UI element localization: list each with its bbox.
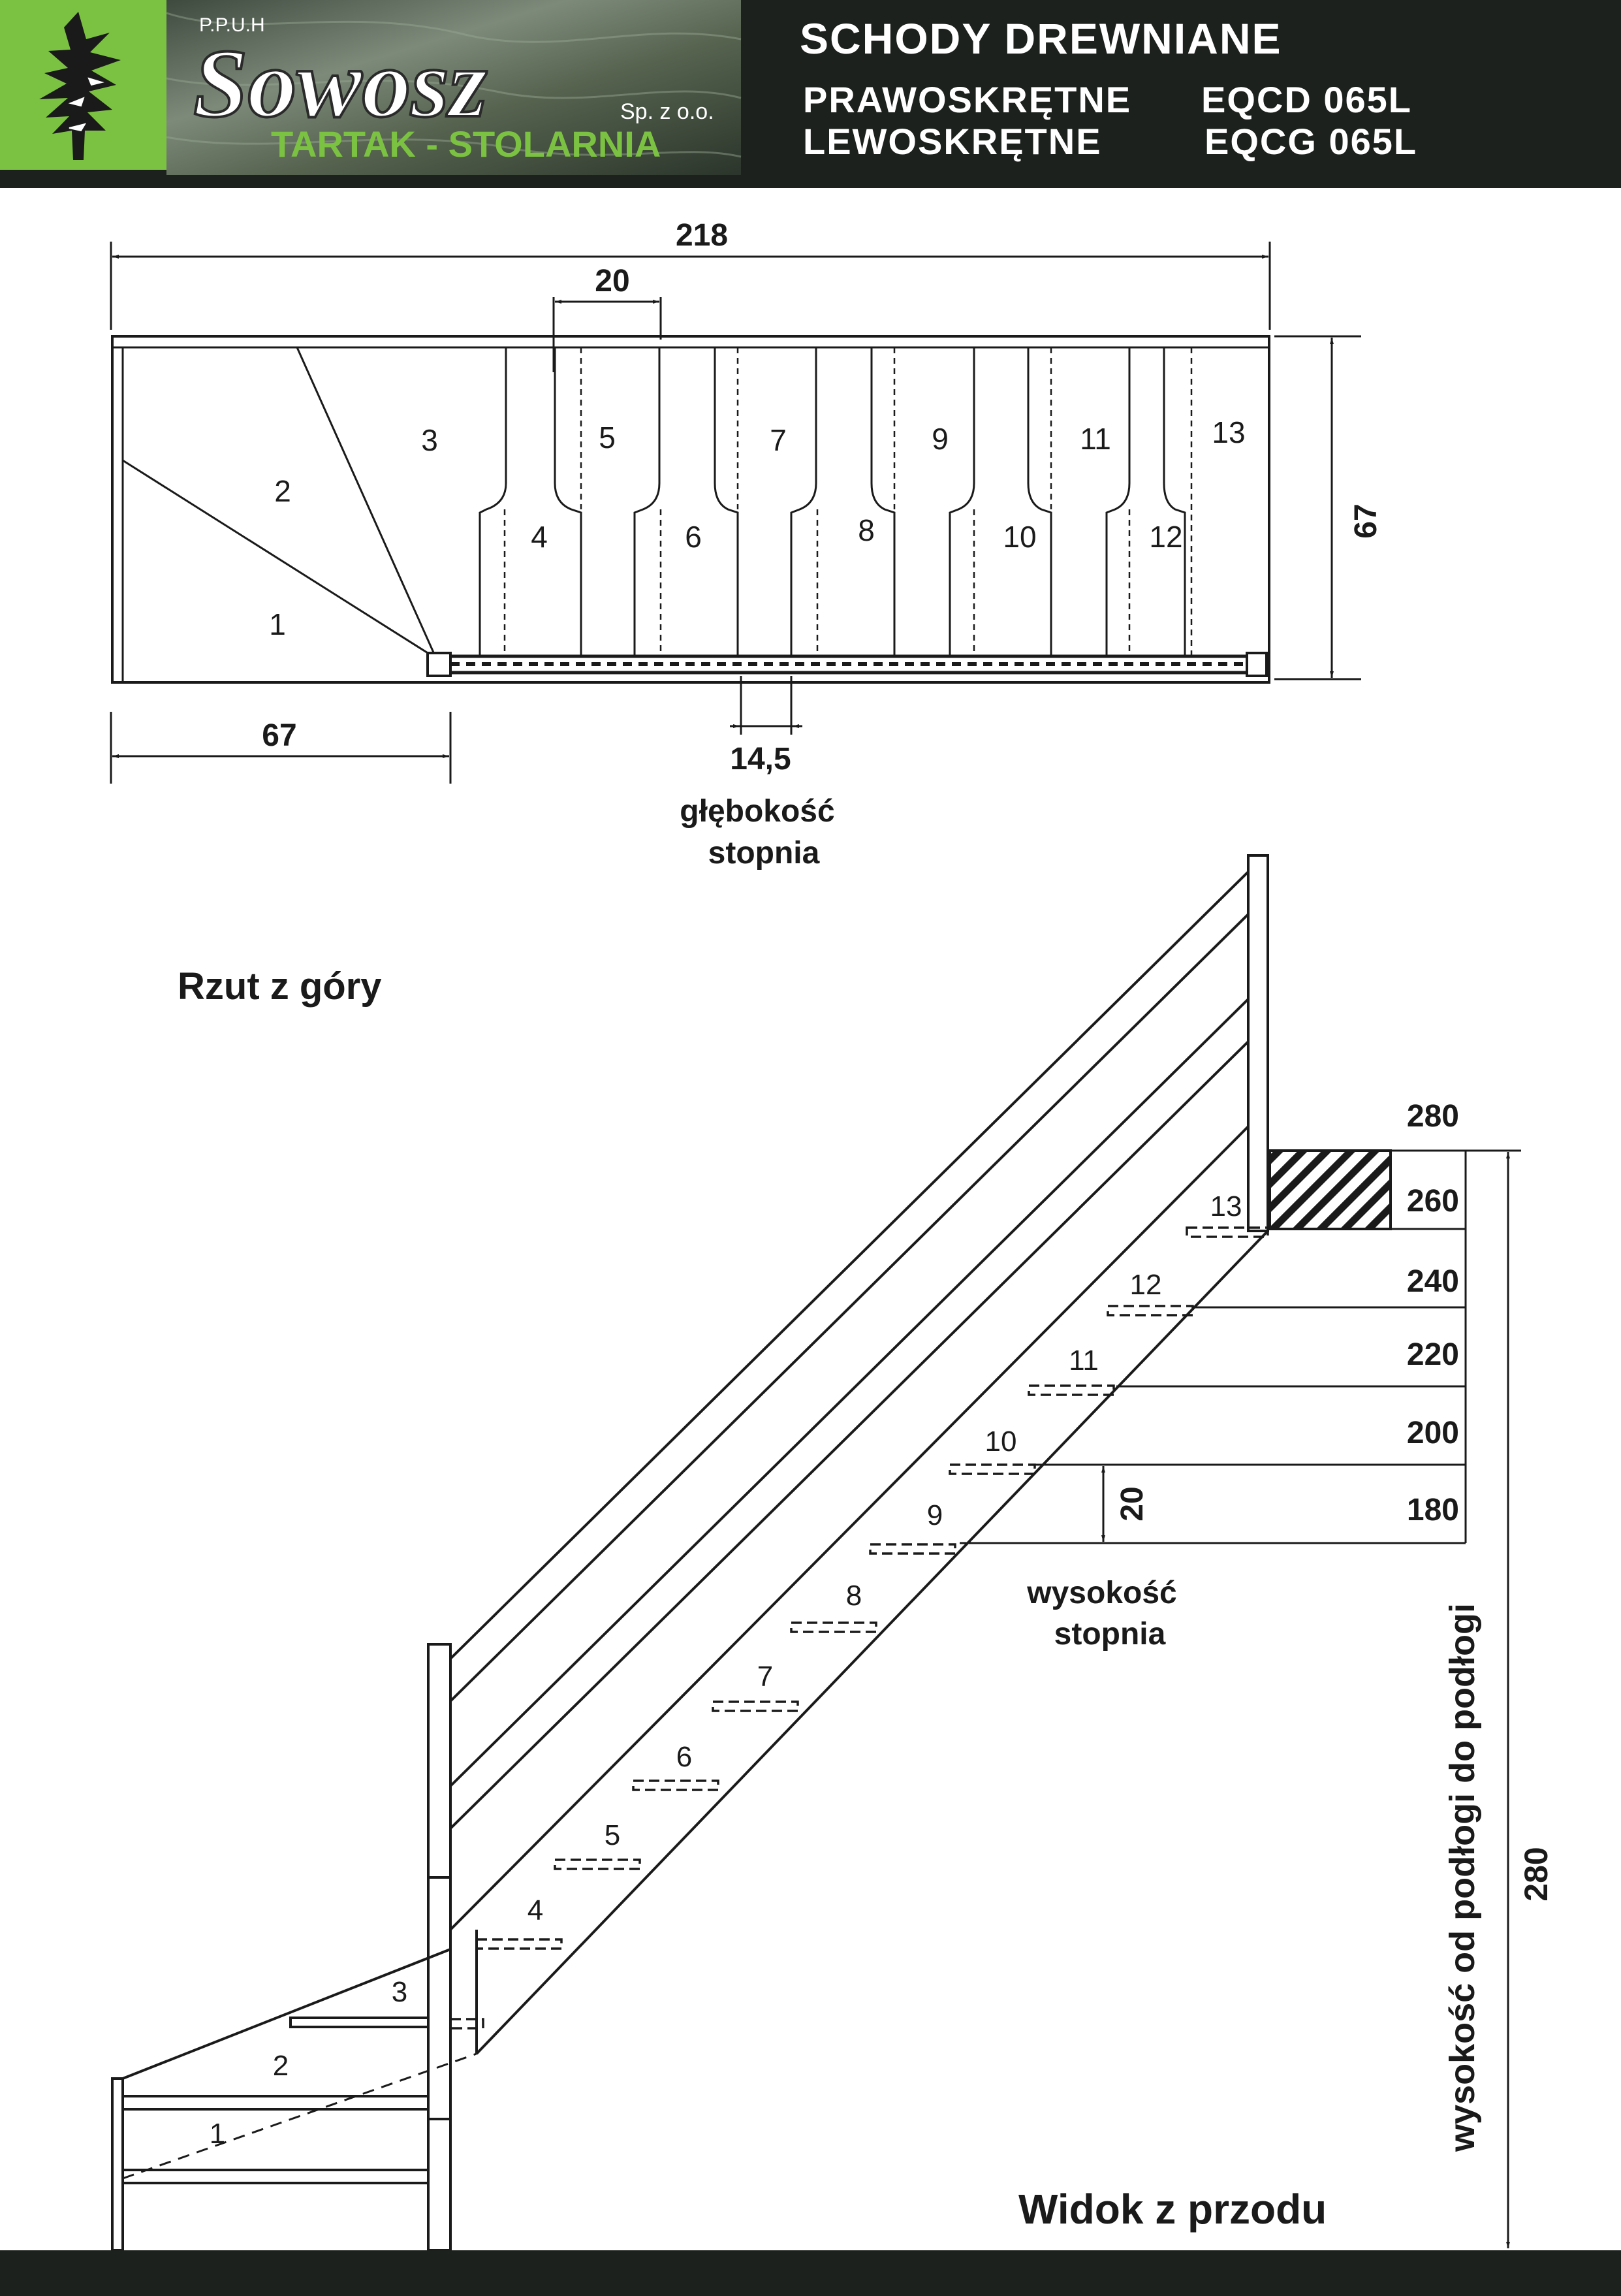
top-step-number: 5 <box>599 421 616 454</box>
top-step-number: 4 <box>531 520 548 554</box>
stair-outline <box>111 335 1270 684</box>
front-step-numbers: 1 2 3 4 5 6 7 8 9 10 11 12 13 <box>210 1190 1242 2150</box>
header-bar: P.P.U.H Sowosz Sp. z o.o. TARTAK - STOLA… <box>0 0 1621 188</box>
floor-to-floor-label: wysokość od podłogi do podłogi <box>1443 1603 1482 2152</box>
top-step-number: 6 <box>685 520 702 554</box>
upper-floor-slab <box>1268 1149 1392 1230</box>
company-suffix: Sp. z o.o. <box>620 99 714 124</box>
middle-newel-post <box>427 1643 452 2252</box>
top-step-number: 13 <box>1212 415 1245 449</box>
tread-outlines <box>479 347 1186 656</box>
front-step-number: 11 <box>1069 1345 1099 1377</box>
rise-value: 20 <box>1115 1486 1150 1521</box>
variant-left-label: LEWOSKRĘTNE <box>803 121 1102 162</box>
front-step-number: 9 <box>927 1499 943 1531</box>
tread-depth-label: głębokość <box>680 794 834 829</box>
front-step-number: 4 <box>527 1894 543 1926</box>
level-label: 240 <box>1407 1264 1459 1299</box>
front-step-number: 7 <box>757 1661 773 1693</box>
top-step-number: 12 <box>1149 520 1182 554</box>
top-step-number: 3 <box>421 423 438 457</box>
variant-right-code: EQCD 065L <box>1201 79 1412 120</box>
top-step-number: 10 <box>1003 520 1036 554</box>
rise-label: wysokość <box>1026 1576 1176 1610</box>
level-label: 260 <box>1407 1184 1459 1219</box>
upper-newel-post <box>1247 854 1269 1232</box>
top-view-caption: Rzut z góry <box>178 965 382 1008</box>
front-step-number: 8 <box>846 1580 862 1612</box>
top-step-number: 2 <box>274 474 291 508</box>
company-prefix: P.P.U.H <box>199 14 265 36</box>
depth-label: 67 <box>1349 503 1383 538</box>
top-step-number: 7 <box>770 423 787 457</box>
step-width-label: 20 <box>595 264 629 298</box>
end-post <box>1246 652 1268 677</box>
front-view <box>111 854 1521 2252</box>
front-step-number: 5 <box>605 1819 620 1851</box>
front-step-number: 2 <box>273 2050 289 2082</box>
total-length-label: 218 <box>676 218 728 253</box>
floor-to-floor-value: 280 <box>1518 1847 1554 1901</box>
variant-right-label: PRAWOSKRĘTNE <box>803 79 1131 120</box>
variant-left-code: EQCG 065L <box>1204 121 1417 162</box>
start-post <box>111 2077 124 2252</box>
top-step-number: 8 <box>858 513 875 547</box>
tread-overlap-lines <box>503 347 1270 656</box>
wood-texture-panel <box>166 0 741 175</box>
page-title: SCHODY DREWNIANE <box>800 14 1282 63</box>
level-label: 280 <box>1407 1099 1459 1134</box>
top-step-number: 9 <box>932 422 949 456</box>
front-view-caption: Widok z przodu <box>1018 2186 1327 2233</box>
top-view: 218 20 <box>110 218 1383 870</box>
tree-logo-icon <box>39 12 121 160</box>
tread-depth-label-2: stopnia <box>708 836 820 870</box>
level-label: 200 <box>1407 1416 1459 1450</box>
level-label: 220 <box>1407 1337 1459 1372</box>
newel-post <box>426 652 452 677</box>
height-level-labels: 280 260 240 220 200 180 <box>1407 1099 1459 1527</box>
footer-bar <box>0 2250 1621 2296</box>
front-tread-marks <box>449 1226 1269 2030</box>
front-step-number: 1 <box>210 2118 225 2150</box>
front-step-number: 6 <box>676 1741 692 1773</box>
top-step-number: 11 <box>1080 422 1111 456</box>
tagline: TARTAK - STOLARNIA <box>271 123 661 165</box>
front-step-number: 3 <box>392 1976 407 2008</box>
rise-label-2: stopnia <box>1054 1617 1166 1651</box>
top-step-number: 1 <box>269 607 286 641</box>
company-name: Sowosz <box>193 29 487 138</box>
front-step-number: 12 <box>1130 1269 1162 1301</box>
front-step-number: 13 <box>1210 1190 1242 1222</box>
level-label: 180 <box>1407 1493 1459 1527</box>
landing-label: 67 <box>262 718 296 753</box>
tread-depth-value: 14,5 <box>730 742 791 776</box>
front-step-number: 10 <box>985 1426 1017 1458</box>
